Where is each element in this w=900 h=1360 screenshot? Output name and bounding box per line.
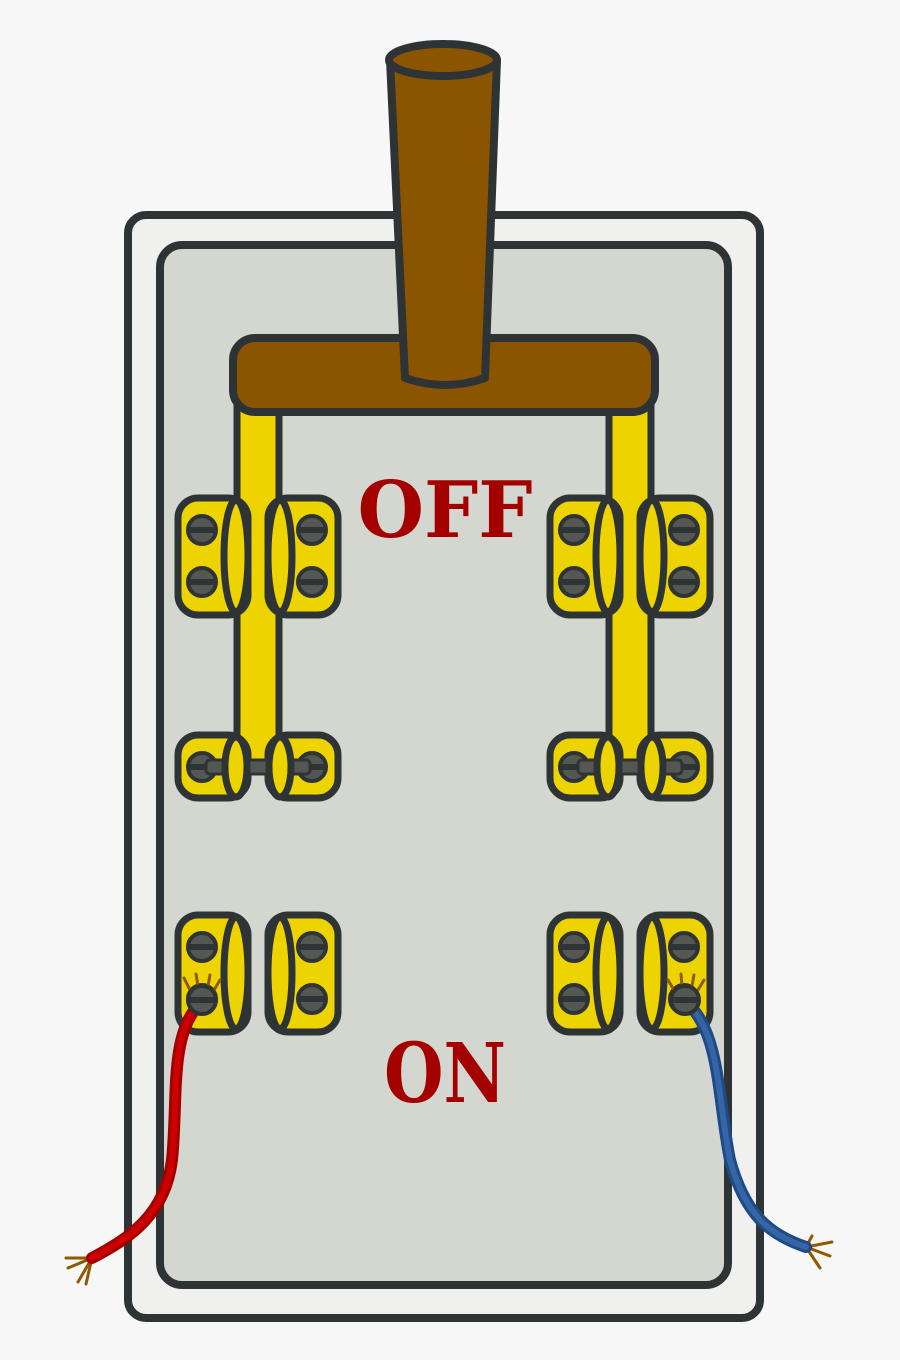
on-label: ON: [384, 1026, 506, 1122]
handle-grip[interactable]: [386, 56, 501, 389]
handle-top: [385, 40, 501, 80]
off-label: OFF: [358, 465, 533, 556]
blue-wire: [666, 972, 834, 1270]
red-wire: [64, 972, 222, 1286]
